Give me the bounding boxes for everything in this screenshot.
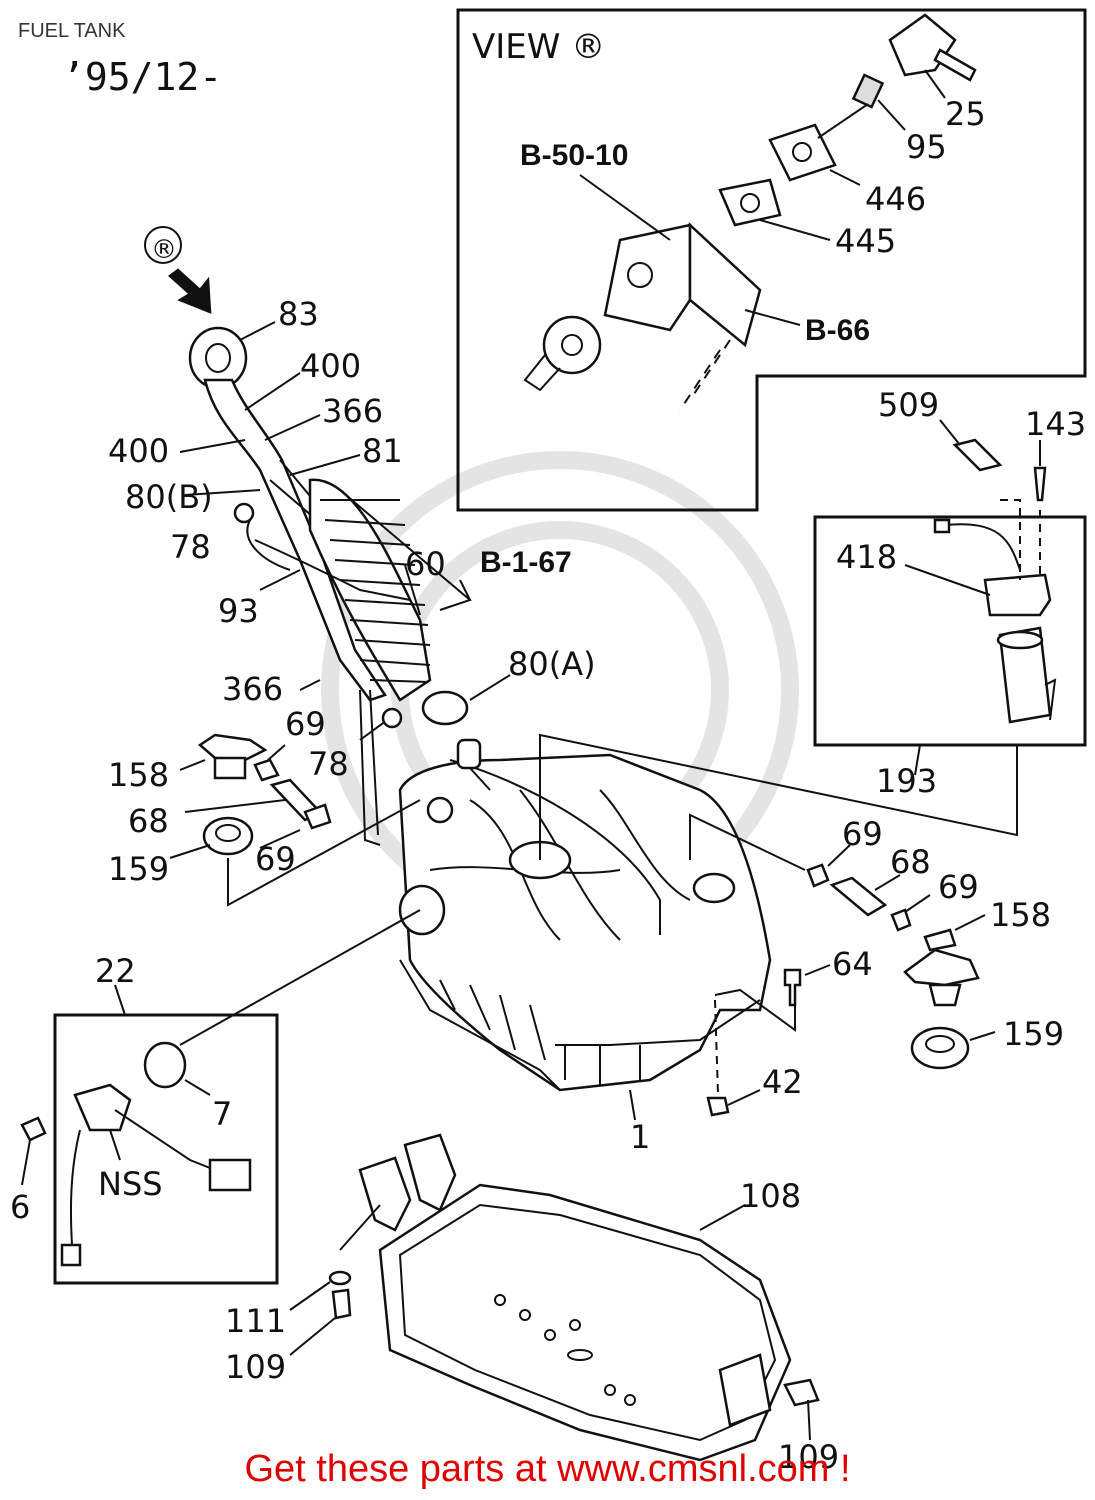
callout-366-bottom: 366 xyxy=(222,670,283,708)
callout-69-b: 69 xyxy=(255,840,296,878)
callout-445: 445 xyxy=(835,222,896,260)
callout-64: 64 xyxy=(832,945,873,983)
callout-22: 22 xyxy=(95,952,136,990)
left-fittings xyxy=(169,733,421,907)
fuel-tank xyxy=(398,753,772,1092)
callout-159-left: 159 xyxy=(108,850,169,888)
ref-b-1-67: B-1-67 xyxy=(480,546,572,579)
callout-193: 193 xyxy=(876,762,937,800)
sender-flange xyxy=(523,315,602,392)
callout-25: 25 xyxy=(945,95,986,133)
part-446-plate xyxy=(768,123,861,186)
view-b-dash xyxy=(679,339,731,411)
callout-60: 60 xyxy=(405,545,446,583)
callout-labels: 83 400 366 400 81 80(B) 78 60 B-1-67 93 … xyxy=(10,95,1086,1476)
callout-509: 509 xyxy=(878,386,939,424)
view-b-title: VIEW ® xyxy=(472,27,605,67)
callout-7: 7 xyxy=(212,1095,232,1133)
b-marker-arrow: ® xyxy=(144,226,212,314)
callout-81: 81 xyxy=(362,432,403,470)
pump-box xyxy=(539,419,1087,860)
b-66-leader xyxy=(744,309,801,326)
right-fittings xyxy=(629,813,996,1121)
svg-text:®: ® xyxy=(151,235,177,265)
callout-143: 143 xyxy=(1025,405,1086,443)
callout-68-right: 68 xyxy=(890,843,931,881)
view-b-box xyxy=(456,8,1087,512)
filler-pipe-assembly xyxy=(188,326,432,846)
sender-box xyxy=(20,909,421,1285)
callout-93: 93 xyxy=(218,592,259,630)
callout-69-d: 69 xyxy=(938,868,979,906)
callout-42: 42 xyxy=(762,1063,803,1101)
callout-446: 446 xyxy=(865,180,926,218)
diagram-subtitle: ’95/12- xyxy=(62,55,222,99)
part-25-sensor xyxy=(888,13,977,99)
callout-109-left: 109 xyxy=(225,1348,286,1386)
callout-69-c: 69 xyxy=(842,815,883,853)
callout-366-top: 366 xyxy=(322,392,383,430)
leader-lines xyxy=(179,321,511,791)
part-95-screw xyxy=(817,73,906,139)
callout-6: 6 xyxy=(10,1188,30,1226)
callout-78-bottom: 78 xyxy=(308,745,349,783)
footer-link[interactable]: Get these parts at www.cmsnl.com ! xyxy=(244,1448,851,1490)
callout-108: 108 xyxy=(740,1177,801,1215)
callout-68-left: 68 xyxy=(128,802,169,840)
callout-109-right: 109 xyxy=(778,1438,839,1476)
callout-80b: 80(B) xyxy=(125,478,213,516)
callout-400-left: 400 xyxy=(108,432,169,470)
ref-b-66: B-66 xyxy=(805,314,870,347)
callout-1: 1 xyxy=(630,1118,650,1156)
callout-nss: NSS xyxy=(98,1165,163,1203)
callout-159-right: 159 xyxy=(1003,1015,1064,1053)
callout-111: 111 xyxy=(225,1302,286,1340)
callout-95: 95 xyxy=(906,128,947,166)
callout-80a: 80(A) xyxy=(508,645,596,683)
ref-b-50-10: B-50-10 xyxy=(520,139,628,172)
callout-69-a: 69 xyxy=(285,705,326,743)
callout-78-top: 78 xyxy=(170,528,211,566)
skid-plate xyxy=(289,1133,820,1462)
callout-400-top: 400 xyxy=(300,347,361,385)
callout-418: 418 xyxy=(836,538,897,576)
callout-158-right: 158 xyxy=(990,896,1051,934)
callout-158-left: 158 xyxy=(108,756,169,794)
diagram-title: FUEL TANK xyxy=(18,20,126,42)
part-445-gasket xyxy=(718,178,831,241)
b-50-10-bracket xyxy=(579,174,762,348)
callout-83: 83 xyxy=(278,295,319,333)
